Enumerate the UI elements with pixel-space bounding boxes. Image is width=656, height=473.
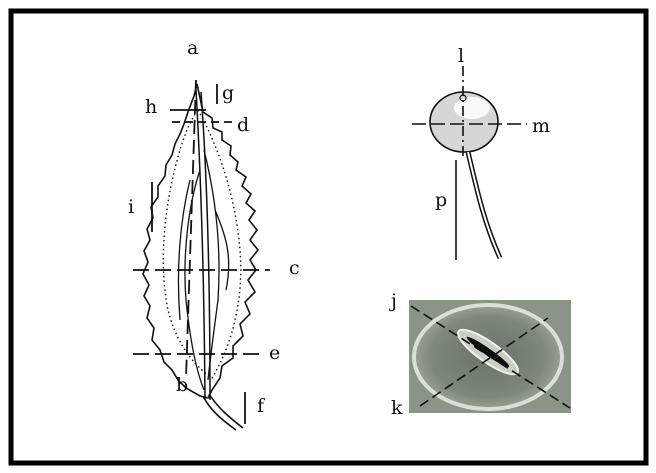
label-g: g (222, 82, 234, 104)
line-k (419, 317, 549, 407)
leaf-illustration (142, 83, 260, 431)
leaf-outline (142, 83, 260, 399)
stomata-micrograph (409, 300, 571, 413)
fruit-highlight (454, 97, 490, 119)
label-p: p (435, 189, 447, 211)
label-e: e (269, 342, 280, 364)
label-k: k (391, 397, 403, 419)
label-m: m (532, 115, 550, 137)
label-f: f (257, 395, 266, 417)
fruit-illustration (412, 66, 527, 260)
label-j: j (389, 290, 397, 312)
fruit-stalk-inner (467, 151, 501, 259)
label-d: d (237, 114, 249, 136)
label-c: c (289, 257, 300, 279)
label-i: i (128, 196, 134, 218)
leaf-petiole (202, 393, 244, 431)
label-a: a (187, 37, 198, 59)
line-j (410, 305, 571, 409)
label-b: b (176, 374, 188, 396)
line-a-dashed (185, 79, 197, 379)
leaf-measure-lines (133, 79, 270, 424)
stomatal-pore (466, 336, 510, 368)
label-l: l (458, 45, 464, 67)
leaf-veins (177, 149, 230, 391)
leaf-inner-dots (162, 108, 242, 379)
label-h: h (145, 96, 157, 118)
leaf-midrib (195, 89, 211, 401)
